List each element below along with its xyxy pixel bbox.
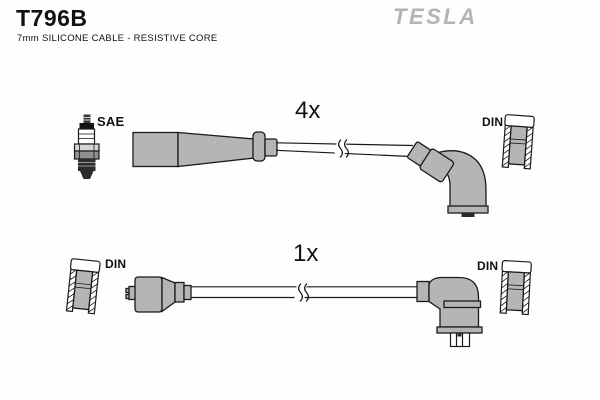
row1-right-elbow-boot <box>406 141 489 217</box>
row1-quantity-label: 4x <box>295 97 321 124</box>
cable-spec-subtitle: 7mm SILICONE CABLE - RESISTIVE CORE <box>17 33 218 44</box>
din-connector-cross-section-icon <box>499 259 533 316</box>
row1-sae-connector-label: SAE <box>97 114 125 129</box>
row1-din-connector-label: DIN <box>482 115 504 129</box>
row2-din-connector-label-right: DIN <box>477 259 499 273</box>
tesla-logo: TESLA <box>393 4 478 29</box>
row2-left-coil-boot <box>125 276 192 313</box>
din-connector-cross-section-icon <box>501 113 536 170</box>
row2-right-elbow-boot <box>416 276 483 348</box>
row1-cable <box>275 139 414 158</box>
row2-cable <box>191 283 417 302</box>
spark-plug-icon <box>73 114 100 179</box>
part-number: T796B <box>16 5 88 31</box>
row2-quantity-label: 1x <box>293 240 319 267</box>
din-connector-cross-section-icon <box>65 257 101 315</box>
row1-left-spark-plug-boot <box>132 131 278 168</box>
row2-din-connector-label-left: DIN <box>105 257 127 271</box>
